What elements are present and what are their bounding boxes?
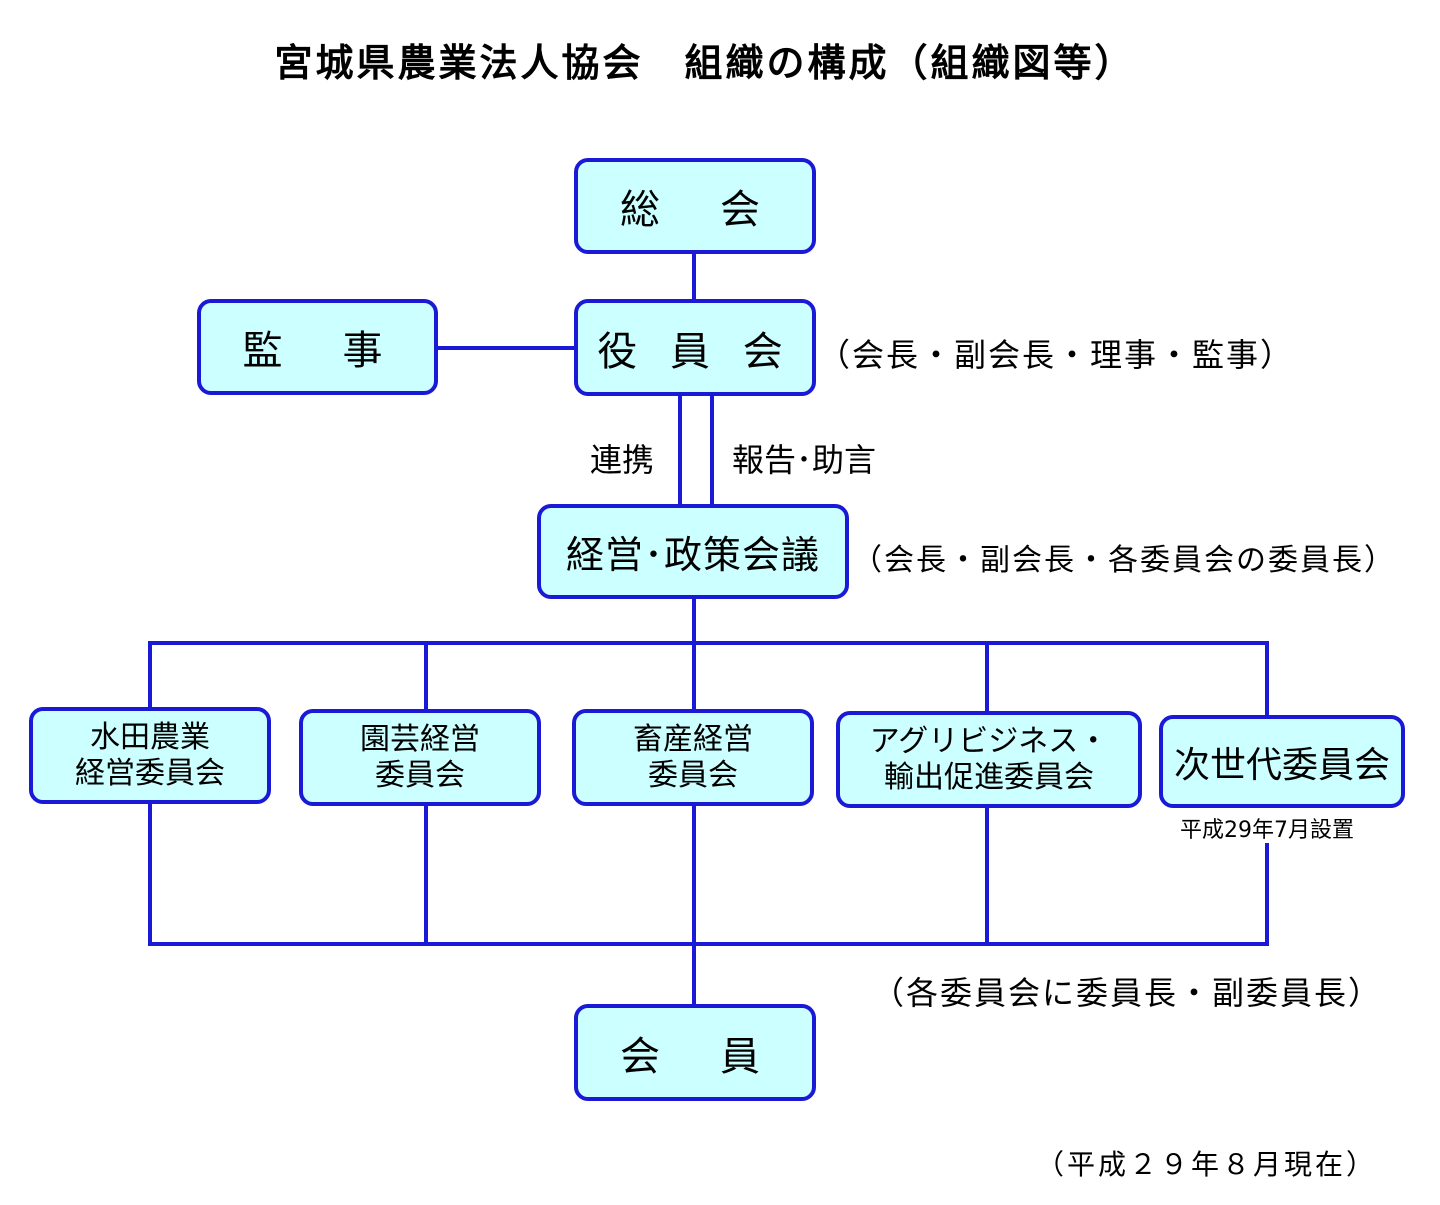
node-committee-chikusan-label: 畜産経営 委員会 [633, 721, 753, 793]
node-committee-engei: 園芸経営 委員会 [299, 709, 541, 806]
node-committee-suiden-label: 水田農業 経営委員会 [75, 719, 225, 791]
note-as-of: （平成２９年８月現在） [1036, 1148, 1378, 1181]
node-yakuinkai: 役 員 会 [574, 299, 816, 396]
page-title: 宮城県農業法人協会 組織の構成（組織図等） [274, 41, 1136, 85]
node-committee-agri-label: アグリビジネス・ 輸出促進委員会 [869, 723, 1109, 795]
note-yakuinkai-members: （会長・副会長・理事・監事） [818, 336, 1295, 374]
node-committee-chikusan: 畜産経営 委員会 [572, 709, 814, 806]
node-soukai-label: 総 会 [620, 187, 770, 233]
node-keiei-seisaku: 経営･政策会議 [537, 504, 849, 599]
node-kanji-label: 監 事 [242, 328, 393, 374]
node-committee-suiden: 水田農業 経営委員会 [29, 707, 271, 804]
node-committee-jisedai-label: 次世代委員会 [1173, 744, 1390, 786]
note-houkoku-jogen: 報告･助言 [732, 441, 877, 479]
node-kaiin: 会 員 [574, 1004, 816, 1101]
node-committee-agri: アグリビジネス・ 輸出促進委員会 [836, 711, 1142, 808]
node-soukai: 総 会 [574, 158, 816, 254]
node-committee-engei-label: 園芸経営 委員会 [360, 721, 480, 793]
node-keiei-seisaku-label: 経営･政策会議 [565, 533, 820, 577]
note-keiei-members: （会長・副会長・各委員会の委員長） [852, 543, 1396, 578]
note-jisedai-established: 平成29年7月設置 [1180, 818, 1354, 843]
node-committee-jisedai: 次世代委員会 [1159, 715, 1405, 808]
node-yakuinkai-label: 役 員 会 [597, 328, 793, 375]
node-kaiin-label: 会 員 [620, 1033, 770, 1080]
node-kanji: 監 事 [197, 299, 438, 395]
note-renkei: 連携 [590, 441, 655, 479]
note-committee-members: （各委員会に委員長・副委員長） [872, 974, 1383, 1012]
